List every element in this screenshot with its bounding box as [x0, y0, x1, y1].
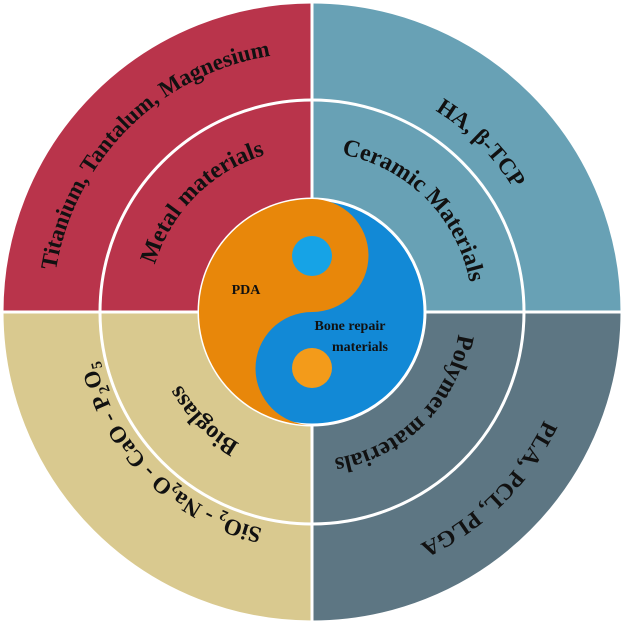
center-label-bone-repair: Bone repair: [315, 319, 386, 334]
center-label-materials: materials: [332, 340, 389, 355]
yin-yang-blue-dot: [292, 236, 332, 276]
bioglass-formula-sub-4: 5: [89, 359, 106, 370]
center-label-pda: PDA: [232, 283, 262, 298]
yin-yang-center: PDA Bone repair materials: [197, 197, 427, 427]
yin-yang-orange-dot: [292, 348, 332, 388]
